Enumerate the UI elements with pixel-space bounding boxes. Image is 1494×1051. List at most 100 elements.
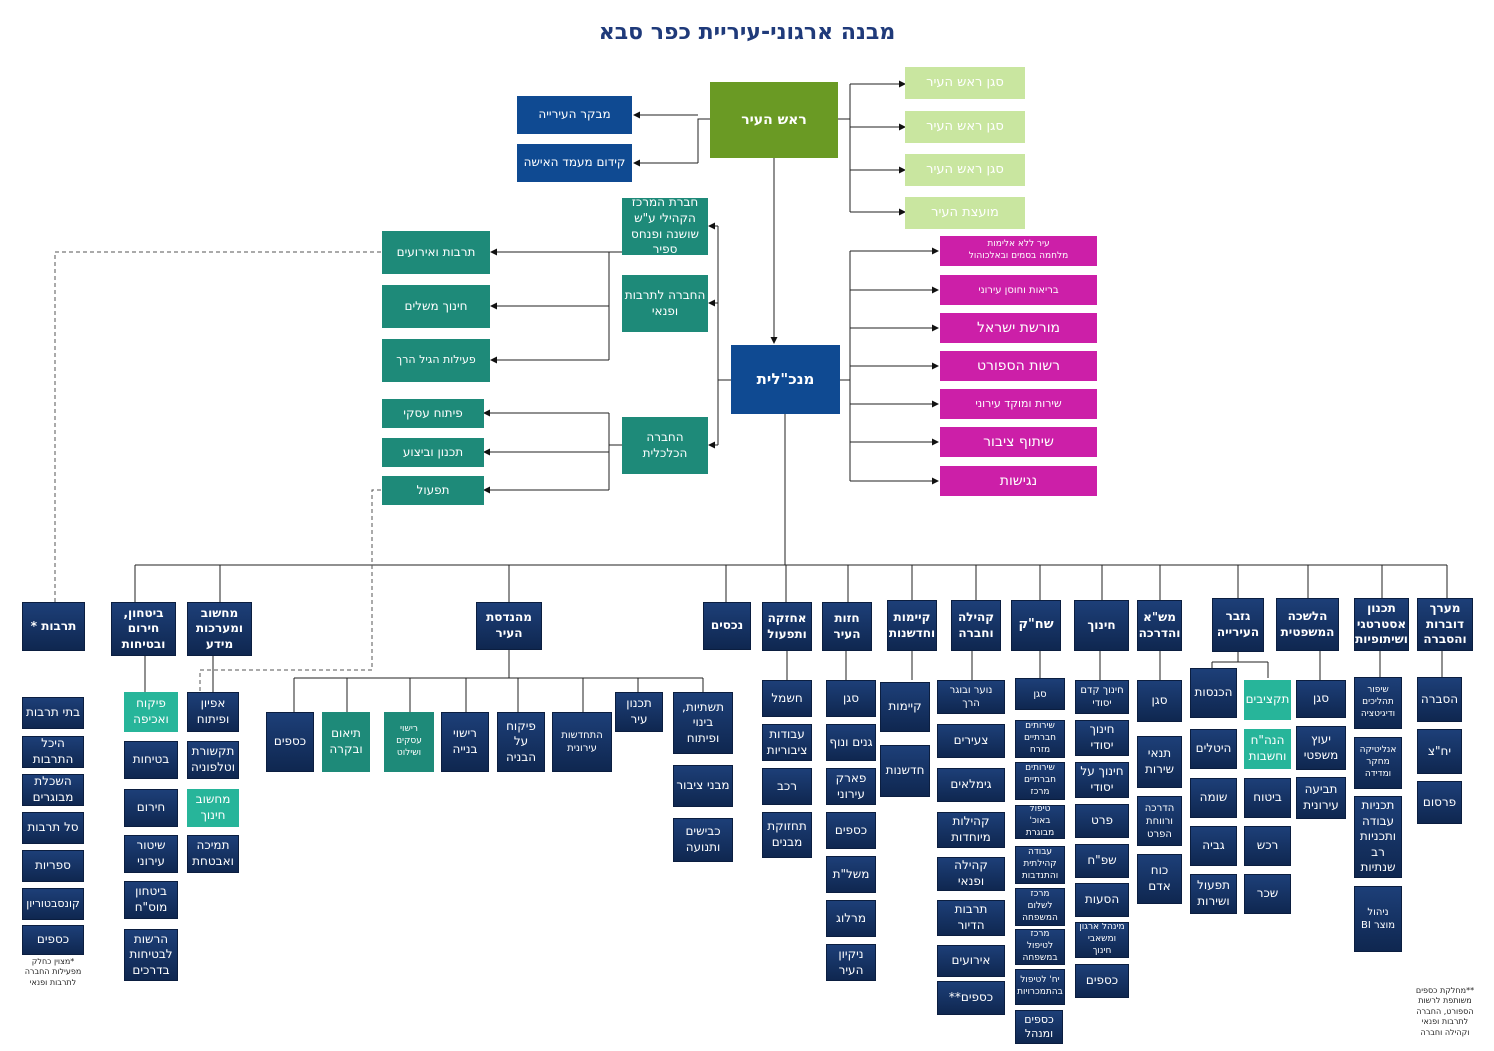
controller-box: מבקר העירייה (517, 96, 632, 134)
division-shefach: שח"ק (1011, 600, 1061, 651)
mayor-box: ראש העיר (710, 82, 838, 158)
hr-unit-box: סגן (1137, 680, 1182, 722)
culture-unit-box: היכל התרבות (22, 736, 84, 768)
shefach-unit-box: כספים ומנהל (1015, 1010, 1063, 1044)
ceo-unit-box: שיתוף ציבור (940, 427, 1097, 457)
legal-unit-box: סגן (1296, 680, 1346, 718)
visual-unit-box: גנים ונוף (826, 724, 876, 761)
division-visual: חזות העיר (822, 602, 872, 651)
city-council-box: מועצת העיר (905, 197, 1025, 229)
engineering-unit-box: כספים (266, 712, 314, 772)
culture-unit-box: בתי תרבות (22, 697, 84, 729)
ceo-unit-box: עיר ללא אלימות מלחמה בסמים ובאלכוהול (940, 236, 1097, 266)
visual-unit-box: כספים (826, 812, 876, 849)
culture-unit-box: כספים (22, 925, 84, 955)
security-unit-box: הרשות לבטיחות בדרכים (124, 929, 178, 981)
culture-footnote: *מצוין כחלק מפעילות החברה לתרבות ופנאי (24, 957, 82, 987)
corp-unit-box: תכנון וביצוע (382, 438, 484, 467)
hr-unit-box: הדרכה ורווחת הפרט (1137, 796, 1182, 846)
culture-unit-box: סל תרבות (22, 812, 84, 844)
corp-unit-box: תפעול (382, 476, 484, 505)
engineering-unit-box: רישוי בנייה (441, 712, 489, 772)
shefach-unit-box: עבודה קהילתית והתנדבות (1015, 846, 1065, 884)
pr-unit-box: פרסום (1417, 781, 1462, 824)
shefach-unit-box: שירותים חברתיים מזרח (1015, 720, 1065, 758)
treasurer-unit-box: תקציבים (1244, 680, 1291, 720)
community-unit-box: אירועים (937, 945, 1005, 977)
sustainability-unit-box: חדשנות (880, 745, 930, 797)
maintenance-unit-box: רכב (762, 768, 812, 805)
division-pr: מערך דוברות והסברה (1417, 598, 1473, 651)
corp-unit-box: תרבות ואירועים (382, 231, 490, 274)
community-unit-box: נוער ובוגר הרך (937, 680, 1005, 714)
deputy-mayor-box: סגן ראש העיר (905, 154, 1025, 186)
treasurer-unit-box: הכנסות (1190, 668, 1237, 718)
engineering-unit-box: מבני ציבור (673, 765, 733, 807)
division-treasurer: גזבר העירייה (1212, 598, 1264, 652)
strategy-unit-box: שיפור תהליכים ודיגיטציה (1354, 677, 1402, 729)
pr-unit-box: יח"צ (1417, 729, 1462, 774)
engineering-unit-box: התחדשות עירונית (552, 712, 612, 772)
computing-unit-box: מחשוב חינוך (187, 789, 239, 827)
education-unit-box: מינהל ארגון ומשאבי חינוך (1075, 922, 1129, 958)
division-computing: מחשוב ומערכות מידע (187, 602, 252, 656)
maintenance-unit-box: תחזוקת מבנים (762, 812, 812, 858)
computing-unit-box: אפיון ופיתוח (187, 692, 239, 732)
division-community: קהילה וחברה (951, 600, 1001, 651)
ceo-unit-box: נגישות (940, 466, 1097, 496)
ceo-box: מנכ"לית (731, 345, 840, 414)
engineering-unit-box: תשתיות, בינוי ופיתוח (673, 692, 733, 754)
economic-corp-box: החברה הכלכלית (622, 417, 708, 474)
community-unit-box: תרבות הדיור (937, 900, 1005, 936)
culture-corp-box: החברה לתרבות ופנאי (622, 275, 708, 332)
education-unit-box: חינוך יסודי (1075, 720, 1129, 756)
maintenance-unit-box: חשמל (762, 680, 812, 717)
security-unit-box: בטיחות (124, 741, 178, 779)
ceo-unit-box: בריאות וחוסן עירוני (940, 275, 1097, 305)
strategy-unit-box: תכניות עבודה ותכניות רב שנתיות (1354, 796, 1402, 878)
engineering-unit-box: כבישים ותנועה (673, 818, 733, 862)
ceo-unit-box: שירות ומוקד עירוני (940, 389, 1097, 419)
shefach-unit-box: יח' לטיפול בהתמכרויות (1015, 969, 1065, 1005)
culture-unit-box: השכלת מבוגרים (22, 774, 84, 806)
visual-unit-box: סגן (826, 680, 876, 717)
shefach-unit-box: טיפול באוכ' מבוגרת (1015, 805, 1065, 839)
page-title: מבנה ארגוני-עיריית כפר סבא (598, 20, 896, 45)
ceo-unit-box: מורשת ישראל (940, 313, 1097, 343)
education-unit-box: שפ"ח (1075, 844, 1129, 878)
community-unit-box: גימלאים (937, 768, 1005, 802)
division-engineering: מהנדסת העיר (476, 602, 542, 650)
division-security: ביטחון, חירום ובטיחות (111, 602, 176, 656)
division-hr: מש"א והדרכה (1137, 600, 1182, 651)
treasurer-unit-box: תפעול ושירות (1190, 874, 1237, 914)
visual-unit-box: מרלוג (826, 900, 876, 937)
engineering-unit-box: תיאום ובקרה (322, 712, 370, 772)
computing-unit-box: תקשורת וטלפוניה (187, 741, 239, 779)
pr-unit-box: הסברה (1417, 677, 1462, 722)
culture-unit-box: קונסבטוריון (22, 888, 84, 920)
treasurer-unit-box: שכר (1244, 874, 1291, 914)
security-unit-box: חירום (124, 789, 178, 827)
treasurer-unit-box: ביטוח (1244, 778, 1291, 818)
corp-unit-box: חינוך משלים (382, 285, 490, 328)
education-unit-box: כספים (1075, 964, 1129, 998)
shefach-unit-box: שירותים חברתיים מרכז (1015, 762, 1065, 800)
women-status-box: קידום מעמד האישה (517, 144, 632, 182)
deputy-mayor-box: סגן ראש העיר (905, 67, 1025, 99)
division-culture: תרבות * (22, 602, 85, 651)
culture-unit-box: ספריות (22, 850, 84, 882)
division-maintenance: אחזקה ותפעול (762, 602, 812, 651)
visual-unit-box: משל"ת (826, 856, 876, 893)
sustainability-unit-box: קיימות (880, 682, 930, 732)
shefach-unit-box: מרכז לשלום המשפחה (1015, 888, 1065, 926)
security-unit-box: שיטור עירוני (124, 835, 178, 873)
division-assets: נכסים (703, 602, 751, 650)
deputy-mayor-box: סגן ראש העיר (905, 111, 1025, 143)
strategy-unit-box: ניהול מוצר BI (1354, 886, 1402, 952)
shefach-unit-box: מרכז לטיפול במשפחה (1015, 929, 1065, 965)
visual-unit-box: פארק עירוני (826, 768, 876, 805)
hr-unit-box: תנאי שירות (1137, 736, 1182, 788)
corp-unit-box: פעילות הגיל הרך (382, 339, 490, 382)
treasurer-unit-box: גביה (1190, 826, 1237, 866)
education-unit-box: פרט (1075, 804, 1129, 838)
